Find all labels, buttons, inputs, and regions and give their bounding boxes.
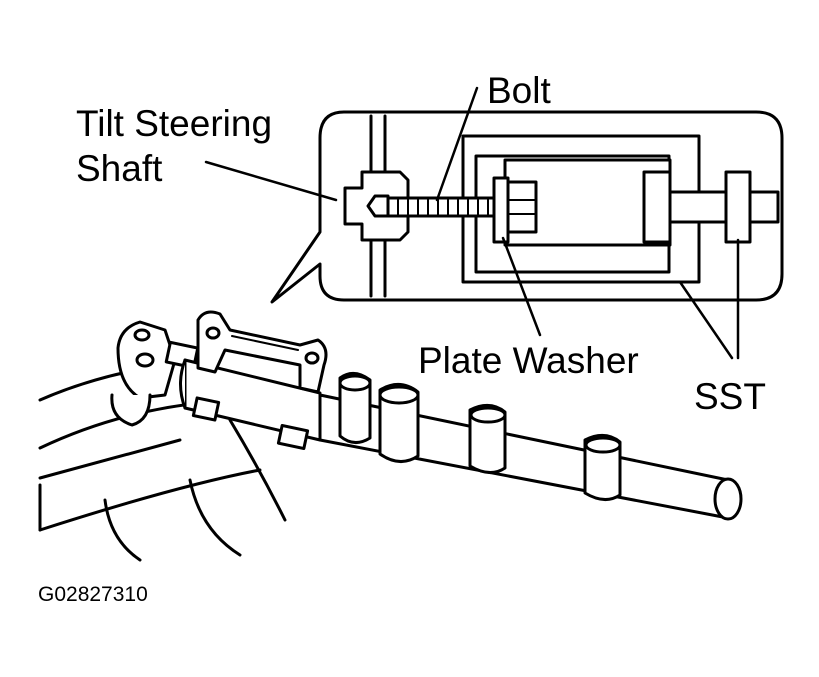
leader-tilt-steering-shaft — [204, 160, 338, 202]
label-plate-washer: Plate Washer — [418, 340, 639, 381]
bolt-head — [506, 180, 538, 234]
steering-shaft-assembly — [110, 310, 743, 521]
collar-2 — [378, 383, 420, 463]
leader-sst-1 — [678, 280, 734, 360]
label-tilt-steering-shaft-line1: Tilt Steering — [76, 103, 273, 144]
leader-plate-washer — [501, 236, 542, 337]
figure-code: G02827310 — [38, 583, 148, 606]
sst-collar — [724, 170, 752, 244]
leader-bolt — [435, 86, 479, 202]
sst-block — [642, 170, 672, 244]
bolt-thread — [386, 196, 500, 218]
label-tilt-steering-shaft-line2: Shaft — [76, 148, 163, 189]
collar-1 — [338, 372, 372, 444]
sst-yoke — [196, 310, 328, 394]
shaft-end — [713, 477, 743, 521]
shaft-nut — [343, 170, 410, 242]
detail-callout — [270, 110, 784, 304]
label-bolt: Bolt — [487, 70, 551, 111]
leader-lines — [204, 86, 740, 360]
label-sst: SST — [694, 376, 766, 417]
sst-spindle — [668, 190, 780, 224]
plate-washer — [492, 176, 510, 244]
